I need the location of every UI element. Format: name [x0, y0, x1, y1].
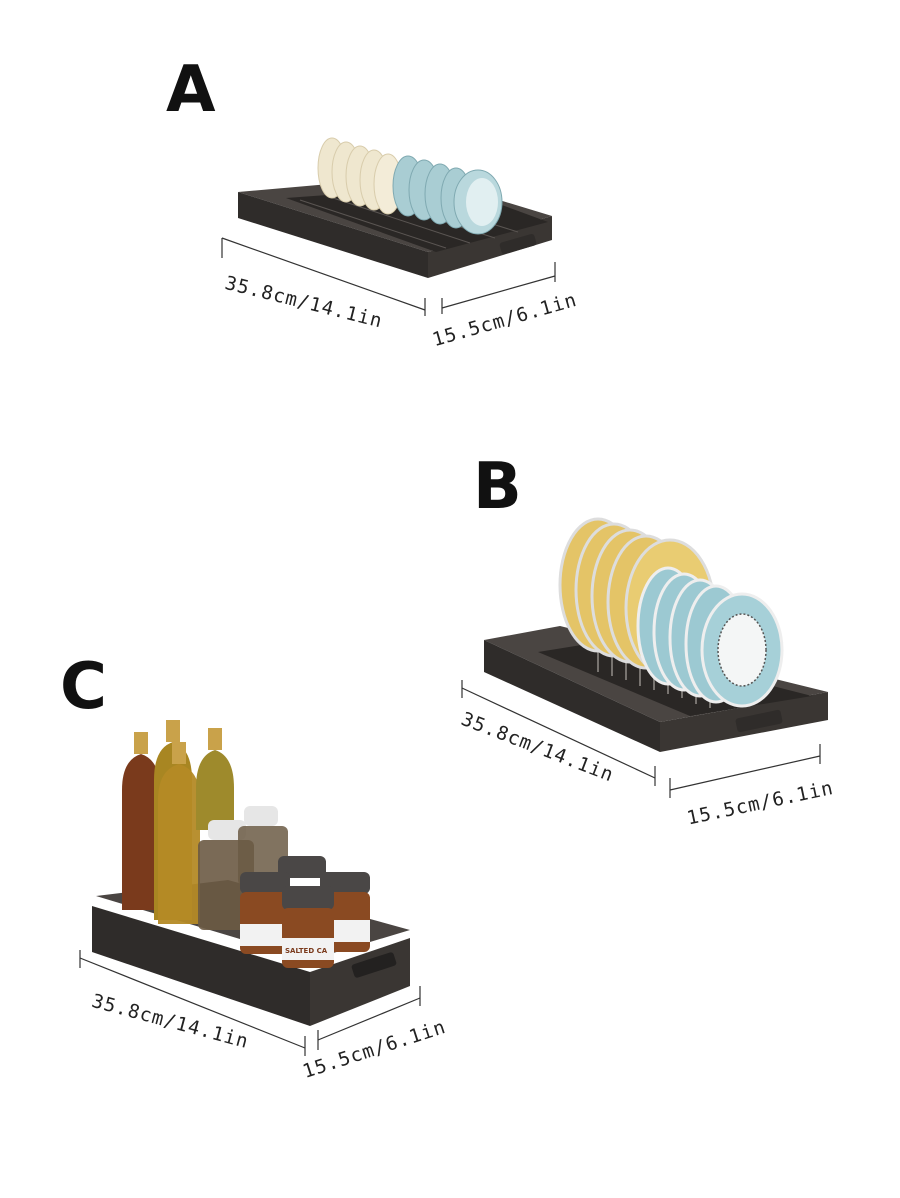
bowls-blue: [392, 155, 503, 235]
variant-b-letter: B: [473, 450, 522, 524]
oil-bottles: [122, 720, 234, 924]
rack-c: SALTED CA: [79, 720, 421, 1056]
plates-blue: [636, 566, 784, 708]
variant-a-letter: A: [166, 53, 216, 127]
a-length-line: [221, 237, 426, 311]
bowls-cream: [317, 137, 403, 215]
variant-c-letter: C: [60, 650, 107, 724]
rack-a: [221, 137, 556, 316]
a-width-line: [441, 275, 556, 309]
jar-label: SALTED CA: [285, 947, 328, 955]
rack-b: [461, 517, 828, 798]
sauce-jars: SALTED CA: [240, 856, 370, 968]
